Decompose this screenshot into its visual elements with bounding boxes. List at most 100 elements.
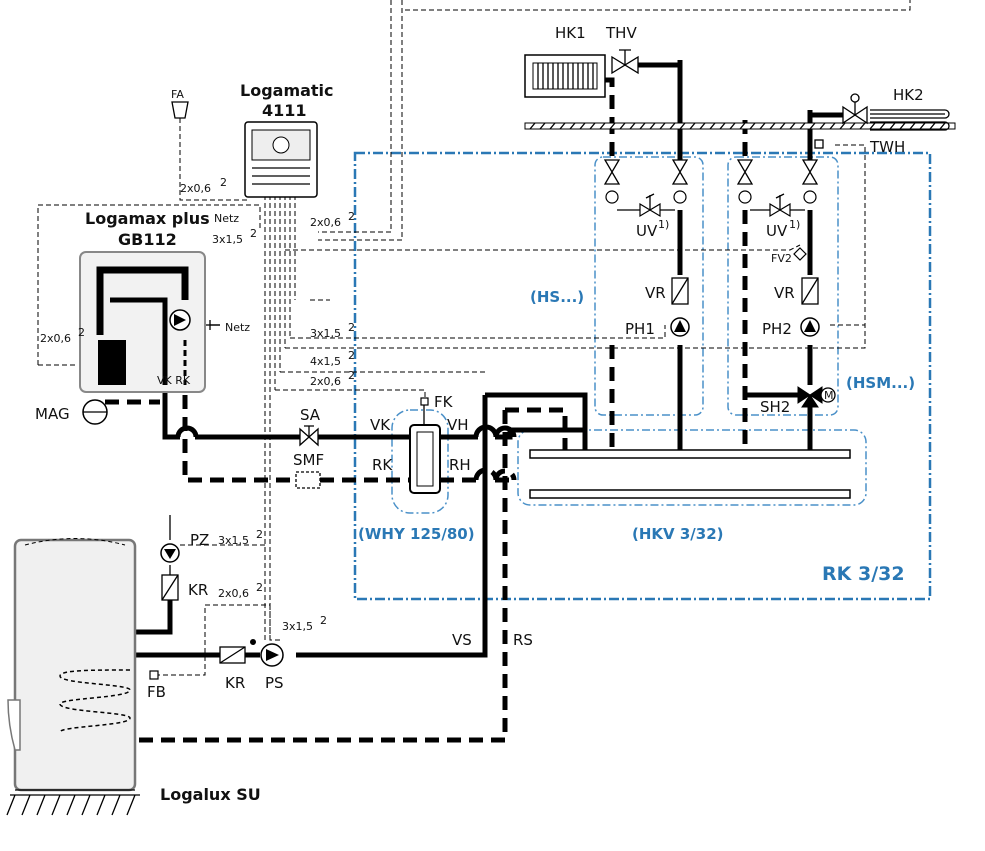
vk-rk-label: VK RK <box>157 374 191 387</box>
fv2-label: FV2 <box>771 252 792 265</box>
hk2-valve-icon <box>842 93 868 125</box>
hs-module-frame <box>594 156 704 416</box>
svg-text:2: 2 <box>348 321 355 334</box>
sh2-label: SH2 <box>760 398 790 416</box>
sa-shutoff-valve-icon <box>299 425 319 447</box>
netz-boiler-label: Netz <box>214 212 239 225</box>
rk-label: RK <box>372 456 393 474</box>
hsm-circuit-devices: M <box>736 159 836 408</box>
logamatic-title: Logamatic <box>240 81 334 100</box>
svg-text:2: 2 <box>256 581 263 594</box>
svg-text:2: 2 <box>220 176 227 189</box>
logamax-title: Logamax plus <box>85 209 210 228</box>
hs-thermometer-icon <box>605 190 619 204</box>
svg-text:3x1,5: 3x1,5 <box>310 327 341 340</box>
mag-expansion-vessel-icon <box>82 399 108 425</box>
floor-hatching <box>529 122 946 130</box>
rh-label: RH <box>449 456 471 474</box>
why-module-label: (WHY 125/80) <box>358 525 475 543</box>
logamatic-controller-icon <box>244 121 318 198</box>
uv2-label: UV <box>766 222 788 240</box>
hs-module-label: (HS...) <box>530 288 584 306</box>
cable-spec-c7: 2x0,6 2 <box>310 369 355 388</box>
hs-flow-shutoff-icon <box>671 159 689 185</box>
svg-text:2x0,6: 2x0,6 <box>40 332 71 345</box>
svg-text:2x0,6: 2x0,6 <box>310 216 341 229</box>
hkv-module-label: (HKV 3/32) <box>632 525 724 543</box>
svg-text:2x0,6: 2x0,6 <box>180 182 211 195</box>
kr-ps-label: KR <box>225 674 245 692</box>
hs-circuit-devices <box>603 159 690 337</box>
rs-label: RS <box>513 631 533 649</box>
hk1-radiator-icon <box>524 54 606 98</box>
manifold-return-bar <box>529 489 851 499</box>
twh-sensor-icon <box>814 139 824 149</box>
vs-label: VS <box>452 631 472 649</box>
pipe-crossover <box>175 425 199 438</box>
smf-label: SMF <box>293 451 324 469</box>
netz-supply-label: Netz <box>225 321 250 334</box>
sh2-mixer-valve-icon <box>797 386 823 408</box>
svg-text:2: 2 <box>250 227 257 240</box>
kr-pz-label: KR <box>188 581 208 599</box>
rk-module-frame <box>353 151 932 601</box>
hk2-label: HK2 <box>893 86 924 104</box>
svg-text:M: M <box>824 389 834 402</box>
fa-label: FA <box>171 88 184 101</box>
vh-label: VH <box>447 416 469 434</box>
manifold-flow-bar <box>529 449 851 459</box>
logamax-model: GB112 <box>118 230 177 249</box>
svg-text:2x0,6: 2x0,6 <box>310 375 341 388</box>
svg-text:2: 2 <box>348 210 355 223</box>
why-module-frame <box>391 409 449 514</box>
cable-spec-c5: 3x1,5 2 <box>310 321 355 340</box>
pipework <box>105 60 848 743</box>
logalux-title: Logalux SU <box>160 785 261 804</box>
hkv-module-frame <box>517 429 867 506</box>
thv-valve-icon <box>611 49 639 75</box>
fb-label: FB <box>147 683 166 701</box>
uv1-label: UV <box>636 222 658 240</box>
vk-label: VK <box>370 416 391 434</box>
hk2-floor-heating-icon <box>870 109 950 131</box>
uv1-footnote: 1) <box>658 218 669 231</box>
svg-text:2: 2 <box>348 369 355 382</box>
rk-module-label: RK 3/32 <box>822 563 905 585</box>
netz-plug-icon <box>209 320 220 330</box>
hsm-module-label: (HSM...) <box>846 374 915 392</box>
mag-label: MAG <box>35 405 70 423</box>
twh-label: TWH <box>869 138 905 156</box>
ph2-label: PH2 <box>762 320 792 338</box>
cable-spec-c3: 2x0,6 2 <box>310 210 355 229</box>
ph1-label: PH1 <box>625 320 655 338</box>
cable-spec-c8: 3x1,5 2 <box>218 528 263 547</box>
cable-spec-c1: 2x0,6 2 <box>180 176 227 195</box>
control-wiring <box>37 0 911 676</box>
svg-text:3x1,5: 3x1,5 <box>218 534 249 547</box>
hsm-module-frame <box>727 156 839 416</box>
why-hydraulic-separator-icon <box>409 397 441 494</box>
pz-label: PZ <box>190 531 209 549</box>
mixer-motor-icon <box>820 387 836 403</box>
svg-text:2: 2 <box>78 326 85 339</box>
ps-label: PS <box>265 674 284 692</box>
hs-return-shutoff-icon <box>603 159 621 185</box>
vr2-label: VR <box>774 284 795 302</box>
svg-text:4x1,5: 4x1,5 <box>310 355 341 368</box>
fk-label: FK <box>434 393 454 411</box>
thv-label: THV <box>605 24 637 42</box>
svg-text:2: 2 <box>256 528 263 541</box>
uv2-footnote: 1) <box>789 218 800 231</box>
fv2-sensor-icon <box>793 247 807 261</box>
cable-spec-c9: 2x0,6 2 <box>218 581 263 600</box>
logamax-boiler-icon <box>79 251 206 393</box>
fb-tank-sensor-icon <box>149 670 159 680</box>
logamatic-model: 4111 <box>262 101 307 120</box>
svg-text:2x0,6: 2x0,6 <box>218 587 249 600</box>
vr1-label: VR <box>645 284 666 302</box>
